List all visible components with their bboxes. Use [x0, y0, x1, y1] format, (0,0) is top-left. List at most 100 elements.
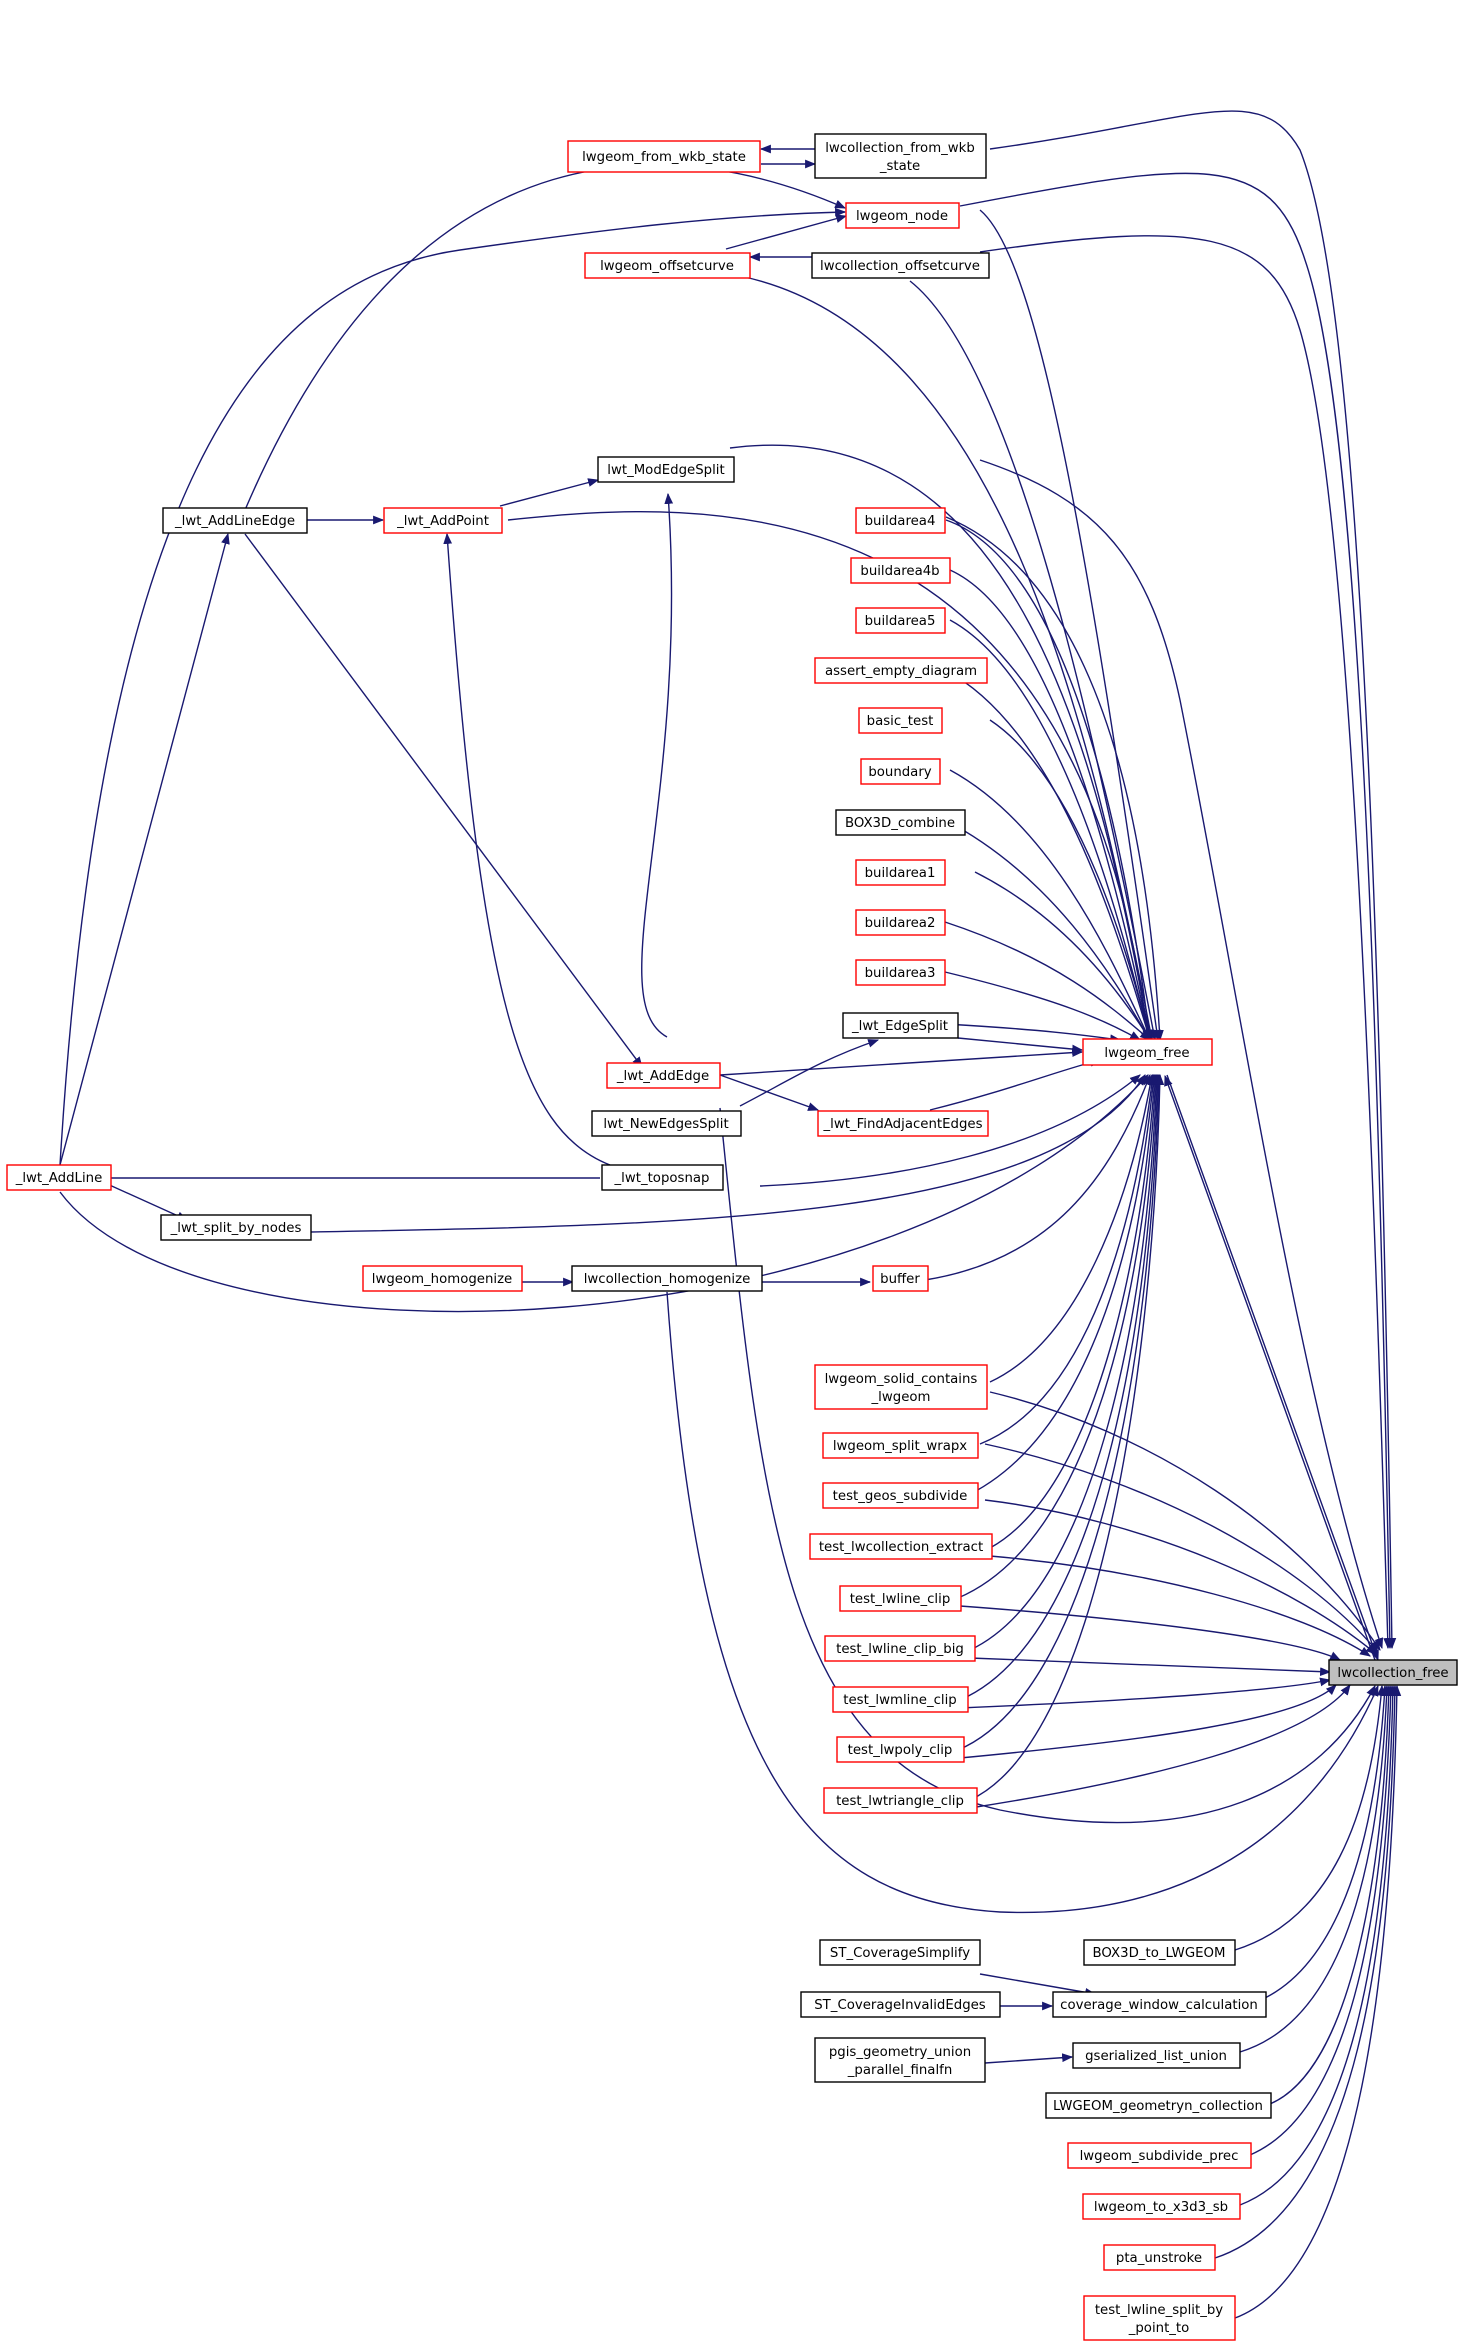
node-boundary[interactable]: boundary: [860, 758, 941, 785]
node-basic-test[interactable]: basic_test: [858, 707, 943, 734]
node-lwgeom-subdivide-prec[interactable]: lwgeom_subdivide_prec: [1067, 2142, 1252, 2169]
edge: [739, 275, 1155, 1042]
node-test-lwline-clip[interactable]: test_lwline_clip: [839, 1585, 962, 1612]
node-test-lwtriangle-clip[interactable]: test_lwtriangle_clip: [823, 1787, 978, 1814]
node-lwt-addpoint[interactable]: _lwt_AddPoint: [383, 507, 503, 534]
edge: [59, 207, 847, 1166]
node-lwcollection-homogenize[interactable]: lwcollection_homogenize: [571, 1265, 763, 1292]
node-label-line-2: _parallel_finalfn: [847, 2063, 953, 2078]
edge: [443, 532, 611, 1166]
nodes: lwcollection_free lwgeom_free lwgeom_fro…: [6, 133, 1458, 2341]
node-test-lwpoly-clip[interactable]: test_lwpoly_clip: [836, 1736, 965, 1763]
edge: [989, 1391, 1381, 1651]
node-lwcollection-offsetcurve[interactable]: lwcollection_offsetcurve: [811, 252, 990, 279]
edge: [959, 172, 1395, 1650]
node-lwt-split-by-nodes[interactable]: _lwt_split_by_nodes: [160, 1214, 312, 1241]
edge: [989, 1073, 1155, 1383]
node-label: lwgeom_subdivide_prec: [1080, 2149, 1239, 2164]
node-label: lwt_NewEdgesSplit: [603, 1117, 728, 1132]
node-label: test_lwcollection_extract: [819, 1540, 983, 1555]
node-label: ST_CoverageSimplify: [830, 1946, 970, 1961]
node-lwgeom-split-wrapx[interactable]: lwgeom_split_wrapx: [822, 1432, 979, 1459]
edge: [957, 1073, 1160, 1599]
edge: [1264, 1684, 1389, 1999]
node-lwgeom-geometryn-collection[interactable]: LWGEOM_geometryn_collection: [1045, 2092, 1272, 2119]
edge: [244, 164, 847, 511]
node-lwt-newedgessplit[interactable]: lwt_NewEdgesSplit: [591, 1110, 742, 1137]
node-box3d-to-lwgeom[interactable]: BOX3D_to_LWGEOM: [1083, 1939, 1236, 1966]
node-buildarea1[interactable]: buildarea1: [855, 859, 946, 886]
node-label-line-1: lwcollection_from_wkb: [825, 141, 975, 156]
node-st-coverageinvalidedges[interactable]: ST_CoverageInvalidEdges: [800, 1991, 1001, 2018]
edge: [949, 769, 1151, 1041]
node-label: lwgeom_split_wrapx: [833, 1439, 967, 1454]
node-label: _lwt_FindAdjacentEdges: [823, 1117, 983, 1132]
node-label: buildarea2: [865, 916, 936, 931]
node-st-coveragesimplify[interactable]: ST_CoverageSimplify: [819, 1939, 981, 1966]
node-buildarea5[interactable]: buildarea5: [855, 607, 946, 634]
node-lwgeom-from-wkb-state[interactable]: lwgeom_from_wkb_state: [567, 140, 761, 173]
edge: [641, 492, 674, 1038]
edge: [944, 921, 1151, 1041]
node-lwgeom-homogenize[interactable]: lwgeom_homogenize: [362, 1265, 523, 1292]
edge: [1249, 1684, 1396, 2156]
node-label: _lwt_AddLine: [15, 1171, 103, 1186]
node-buildarea4b[interactable]: buildarea4b: [850, 557, 951, 584]
node-label: buildarea4: [865, 514, 936, 529]
node-test-geos-subdivide[interactable]: test_geos_subdivide: [822, 1482, 979, 1509]
node-lwgeom-to-x3d3-sb[interactable]: lwgeom_to_x3d3_sb: [1082, 2193, 1241, 2220]
edge: [969, 1684, 1351, 1809]
edge: [979, 459, 1384, 1650]
node-lwt-addedge[interactable]: _lwt_AddEdge: [606, 1062, 721, 1089]
node-label-line-1: test_lwline_split_by: [1095, 2303, 1223, 2318]
node-label: test_lwline_clip: [850, 1592, 951, 1607]
node-lwgeom-node[interactable]: lwgeom_node: [845, 202, 960, 229]
edge: [959, 1684, 1337, 1759]
node-label: lwgeom_node: [856, 209, 948, 224]
edge: [944, 1023, 1122, 1044]
node-lwt-findadjacentedges[interactable]: _lwt_FindAdjacentEdges: [817, 1110, 989, 1137]
node-ptarray-unstroke[interactable]: pta_unstroke: [1103, 2244, 1216, 2271]
node-label: test_lwline_clip_big: [836, 1642, 964, 1657]
node-lwt-addlineedge[interactable]: _lwt_AddLineEdge: [162, 507, 308, 534]
node-assert-empty-diagram[interactable]: assert_empty_diagram: [814, 657, 988, 684]
node-label: coverage_window_calculation: [1060, 1998, 1258, 2013]
node-lwgeom-offsetcurve[interactable]: lwgeom_offsetcurve: [584, 252, 751, 279]
edge: [1234, 1684, 1402, 2319]
node-test-lwmline-clip[interactable]: test_lwmline_clip: [832, 1686, 969, 1713]
node-lwt-modedgesplit[interactable]: lwt_ModEdgeSplit: [597, 456, 735, 483]
edge: [944, 971, 1141, 1041]
node-buffer[interactable]: buffer: [872, 1265, 929, 1292]
node-buildarea4[interactable]: buildarea4: [855, 507, 946, 534]
edge: [957, 1073, 1164, 1751]
node-buildarea2[interactable]: buildarea2: [855, 909, 946, 936]
node-label: pta_unstroke: [1116, 2251, 1202, 2266]
node-test-lwline-clip-big[interactable]: test_lwline_clip_big: [824, 1635, 976, 1662]
node-buildarea3[interactable]: buildarea3: [855, 959, 946, 986]
edge: [507, 510, 1152, 1042]
node-label: test_geos_subdivide: [833, 1489, 968, 1504]
node-coverage-window-calculation[interactable]: coverage_window_calculation: [1052, 1991, 1267, 2018]
node-label: LWGEOM_geometryn_collection: [1053, 2099, 1263, 2114]
node-pgis-geometry-union-parallel-finalfn[interactable]: pgis_geometry_union _parallel_finalfn: [814, 2037, 986, 2083]
edge: [1214, 1684, 1400, 2259]
node-lwcollection-from-wkb-state[interactable]: lwcollection_from_wkb _state: [814, 133, 987, 179]
node-label: test_lwpoly_clip: [848, 1743, 953, 1758]
edge: [984, 1499, 1377, 1655]
node-lwt-addline[interactable]: _lwt_AddLine: [6, 1164, 112, 1191]
node-test-lwline-split-by-point-to[interactable]: test_lwline_split_by _point_to: [1083, 2295, 1236, 2341]
edge: [989, 110, 1397, 1650]
node-label: lwgeom_offsetcurve: [600, 259, 734, 274]
edge: [944, 669, 1152, 1042]
node-label-line-1: lwgeom_solid_contains: [825, 1372, 978, 1387]
node-gserialized-list-union[interactable]: gserialized_list_union: [1072, 2042, 1241, 2069]
node-lwt-edgesplit[interactable]: _lwt_EdgeSplit: [842, 1012, 959, 1039]
node-lwt-toposnap[interactable]: _lwt_toposnap: [601, 1164, 724, 1191]
node-lwcollection-free[interactable]: lwcollection_free: [1328, 1659, 1458, 1686]
node-test-lwcollection-extract[interactable]: test_lwcollection_extract: [809, 1533, 993, 1560]
node-label: buildarea1: [865, 866, 936, 881]
node-box3d-combine[interactable]: BOX3D_combine: [835, 809, 966, 836]
node-lwgeom-solid-contains-lwgeom[interactable]: lwgeom_solid_contains _lwgeom: [814, 1364, 988, 1410]
node-label: _lwt_AddPoint: [396, 514, 489, 529]
node-lwgeom-free[interactable]: lwgeom_free: [1082, 1038, 1213, 1066]
